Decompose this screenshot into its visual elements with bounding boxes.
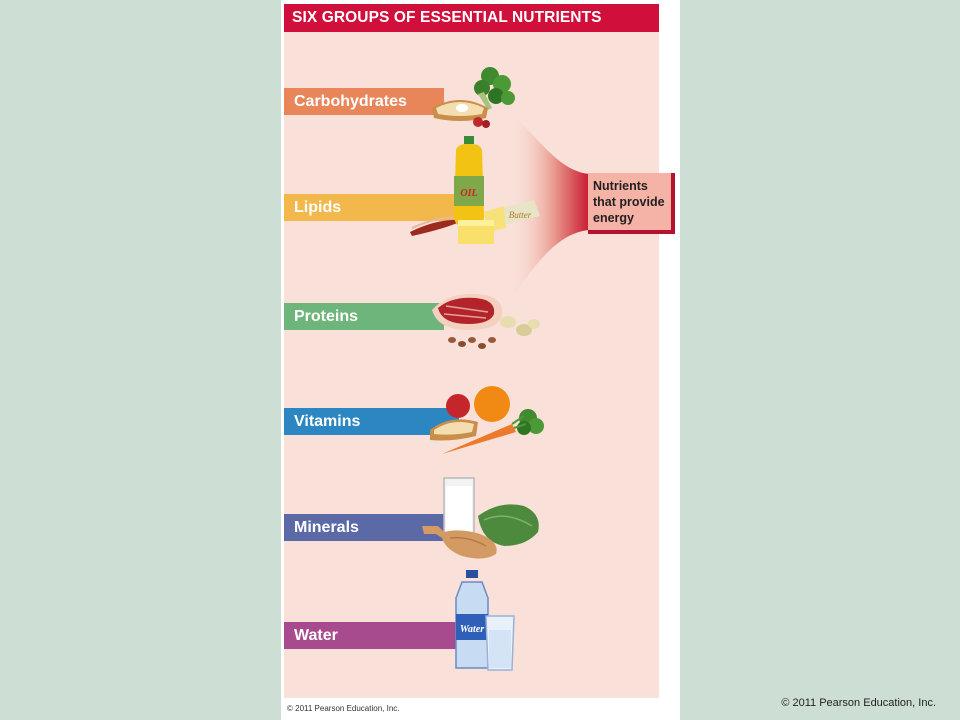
oil-label: OIL: [460, 188, 477, 199]
energy-note-line: energy: [593, 211, 634, 225]
butter-label: Butter: [509, 210, 532, 220]
water-bottle-label: Water: [460, 624, 484, 635]
slide-copyright: © 2011 Pearson Education, Inc.: [781, 697, 936, 709]
group-water: Water: [284, 622, 456, 649]
bread-broccoli-icon: [432, 67, 515, 128]
energy-note-line: that provide: [593, 195, 665, 209]
water-bottle-glass-icon: Water: [455, 570, 515, 671]
group-proteins: Proteins: [284, 303, 444, 330]
energy-note-line: Nutrients: [593, 179, 648, 193]
group-lipids: Lipids: [284, 194, 474, 221]
group-carbohydrates: Carbohydrates: [284, 88, 444, 115]
fruit-vegetables-icon: [430, 386, 544, 454]
panel-copyright: © 2011 Pearson Education, Inc.: [287, 704, 400, 713]
steak-beans-icon: [432, 293, 540, 349]
energy-connector: [510, 112, 590, 300]
figure-title: SIX GROUPS OF ESSENTIAL NUTRIENTS: [284, 4, 659, 32]
group-vitamins: Vitamins: [284, 408, 459, 435]
energy-note: Nutrients that provide energy: [588, 173, 675, 234]
milk-chicken-spinach-icon: [422, 477, 539, 559]
oil-butter-bacon-icon: OIL Butter: [410, 136, 540, 244]
